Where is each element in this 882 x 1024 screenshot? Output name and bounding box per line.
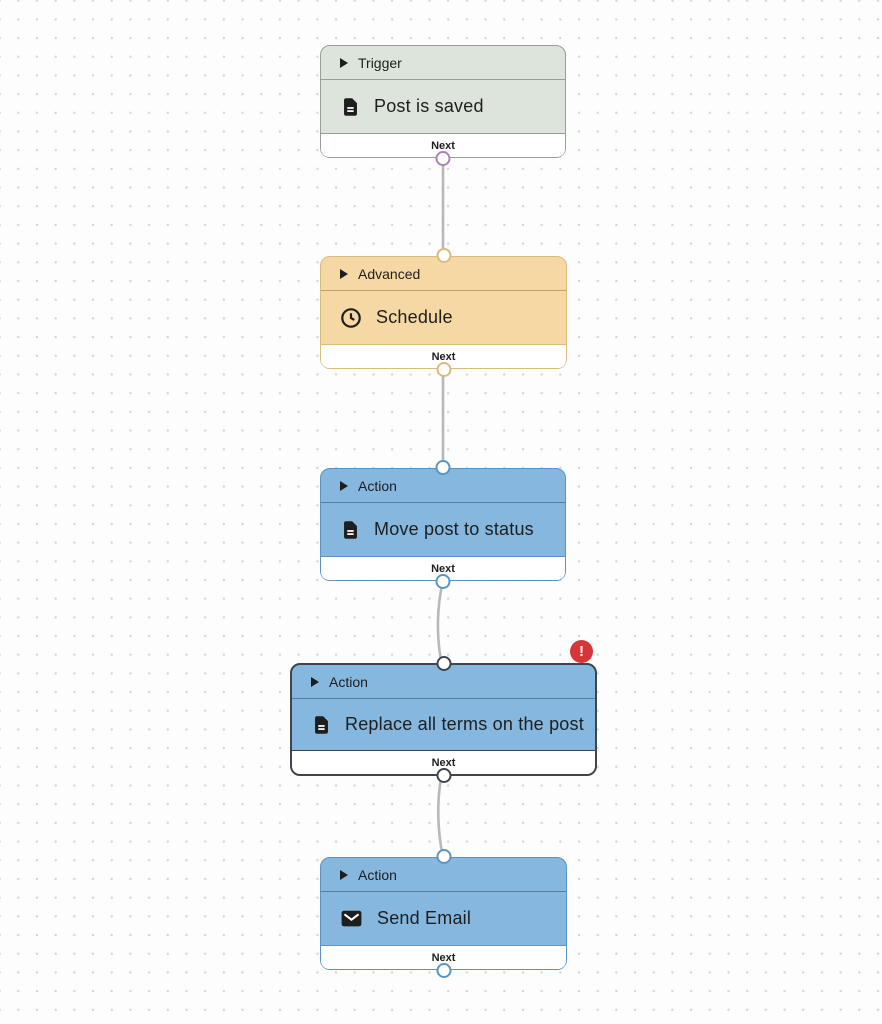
collapse-triangle-icon[interactable] xyxy=(340,869,348,880)
node-category-label: Action xyxy=(329,673,368,690)
output-port[interactable] xyxy=(435,151,451,166)
node-category-label: Action xyxy=(358,866,397,883)
node-body[interactable]: Schedule xyxy=(321,291,566,344)
node-title: Schedule xyxy=(376,307,453,327)
node-body[interactable]: Move post to status xyxy=(321,503,565,556)
node-title: Replace all terms on the post xyxy=(345,714,584,734)
node-action-send-email[interactable]: Action Send Email Next xyxy=(320,849,567,978)
next-label: Next xyxy=(431,350,456,363)
next-label: Next xyxy=(431,756,456,769)
collapse-triangle-icon[interactable] xyxy=(340,268,348,279)
node-category-header[interactable]: Action xyxy=(292,665,595,699)
node-body[interactable]: Replace all terms on the post xyxy=(292,699,595,750)
error-exclamation: ! xyxy=(579,643,584,660)
collapse-triangle-icon[interactable] xyxy=(311,676,319,687)
document-icon xyxy=(310,714,332,736)
node-action-move-post-to-status[interactable]: Action Move post to status Next xyxy=(320,460,566,589)
node-action-replace-all-terms[interactable]: ! Action Replace all terms on the post N… xyxy=(290,640,597,783)
node-category-header[interactable]: Action xyxy=(321,858,566,892)
connection-line xyxy=(436,580,445,664)
node-title: Post is saved xyxy=(374,96,484,116)
next-label: Next xyxy=(431,562,455,575)
node-trigger-post-is-saved[interactable]: Trigger Post is saved Next xyxy=(320,45,566,166)
document-icon xyxy=(339,519,361,541)
document-icon xyxy=(339,96,361,118)
error-badge[interactable]: ! xyxy=(570,640,593,663)
node-body[interactable]: Post is saved xyxy=(321,80,565,133)
node-category-header[interactable]: Action xyxy=(321,469,565,503)
node-category-label: Action xyxy=(358,477,397,494)
output-port[interactable] xyxy=(435,574,451,589)
envelope-icon xyxy=(339,906,364,931)
input-port[interactable] xyxy=(436,656,451,671)
node-advanced-schedule[interactable]: Advanced Schedule Next xyxy=(320,248,567,377)
node-category-header[interactable]: Trigger xyxy=(321,46,565,80)
node-body[interactable]: Send Email xyxy=(321,892,566,945)
node-category-label: Trigger xyxy=(358,54,402,71)
input-port[interactable] xyxy=(435,460,451,475)
clock-icon xyxy=(339,306,363,330)
output-port[interactable] xyxy=(436,963,451,978)
node-title: Send Email xyxy=(377,908,472,928)
input-port[interactable] xyxy=(436,248,451,263)
node-category-label: Advanced xyxy=(358,265,421,282)
input-port[interactable] xyxy=(436,849,451,864)
node-category-header[interactable]: Advanced xyxy=(321,257,566,291)
next-label: Next xyxy=(431,139,455,152)
node-title: Move post to status xyxy=(374,519,534,539)
collapse-triangle-icon[interactable] xyxy=(340,480,348,491)
collapse-triangle-icon[interactable] xyxy=(340,57,348,68)
connection-line xyxy=(436,775,445,858)
output-port[interactable] xyxy=(436,768,451,783)
next-label: Next xyxy=(431,951,456,964)
output-port[interactable] xyxy=(436,362,451,377)
